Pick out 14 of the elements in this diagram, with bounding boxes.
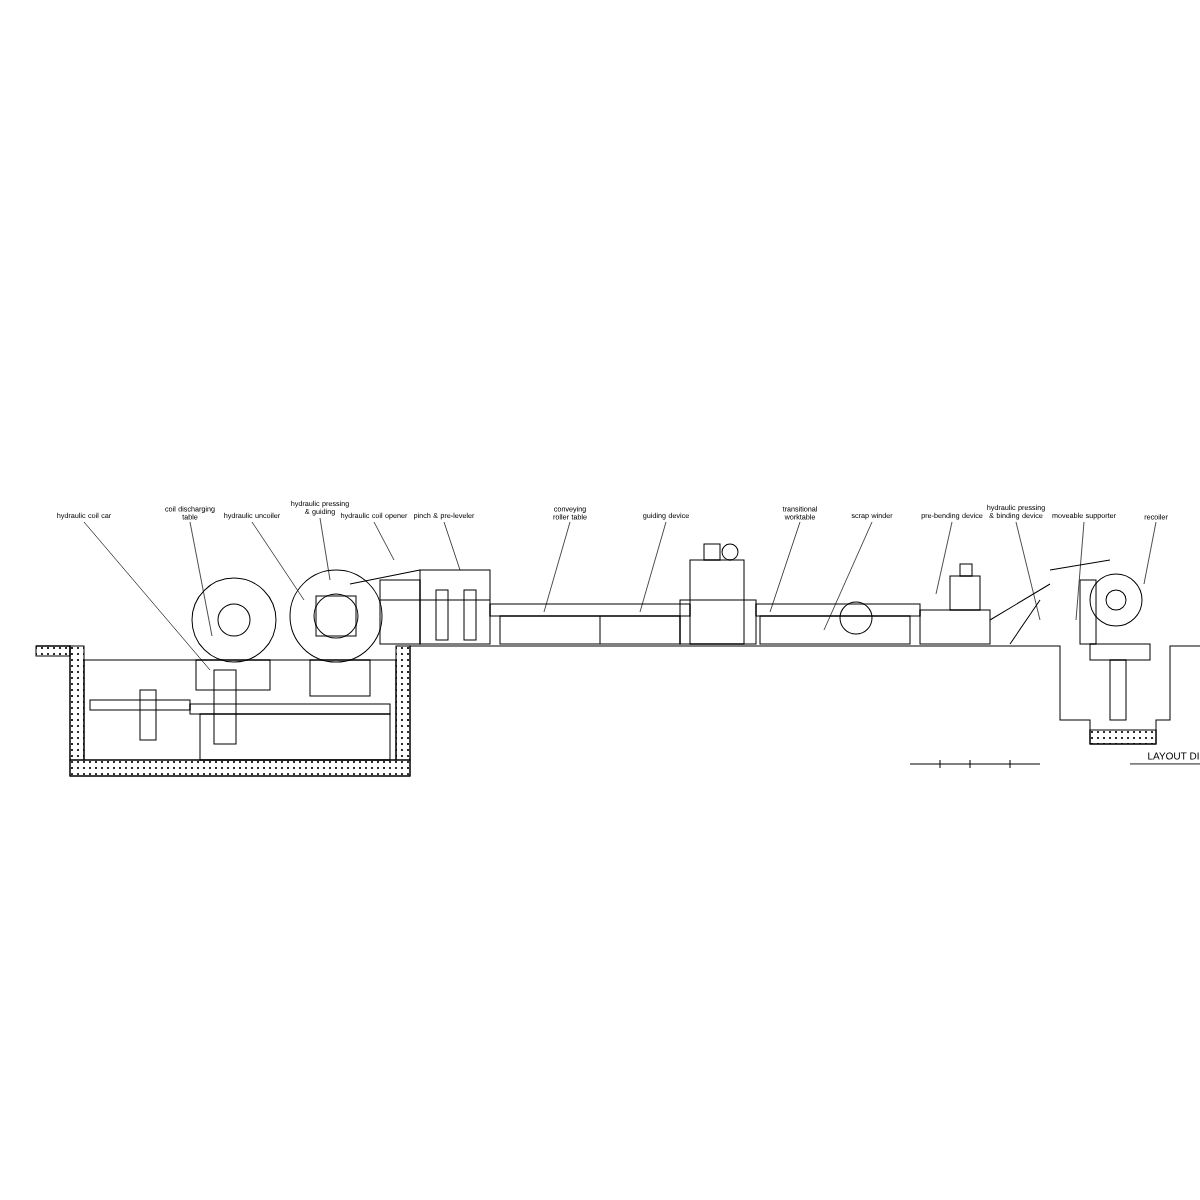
leader-line xyxy=(373,521,395,561)
leader-line xyxy=(251,521,305,601)
leader-line xyxy=(823,521,873,631)
leader-line xyxy=(1015,521,1041,621)
leader-line xyxy=(1143,521,1157,585)
leader-line xyxy=(443,521,461,571)
leader-line xyxy=(83,521,211,671)
leader-line xyxy=(1075,521,1085,621)
leader-line xyxy=(769,521,801,613)
leader-line xyxy=(543,521,571,613)
leader-line xyxy=(319,517,331,581)
leader-line xyxy=(639,521,667,613)
leader-line xyxy=(189,521,213,637)
leader-line xyxy=(935,521,953,595)
